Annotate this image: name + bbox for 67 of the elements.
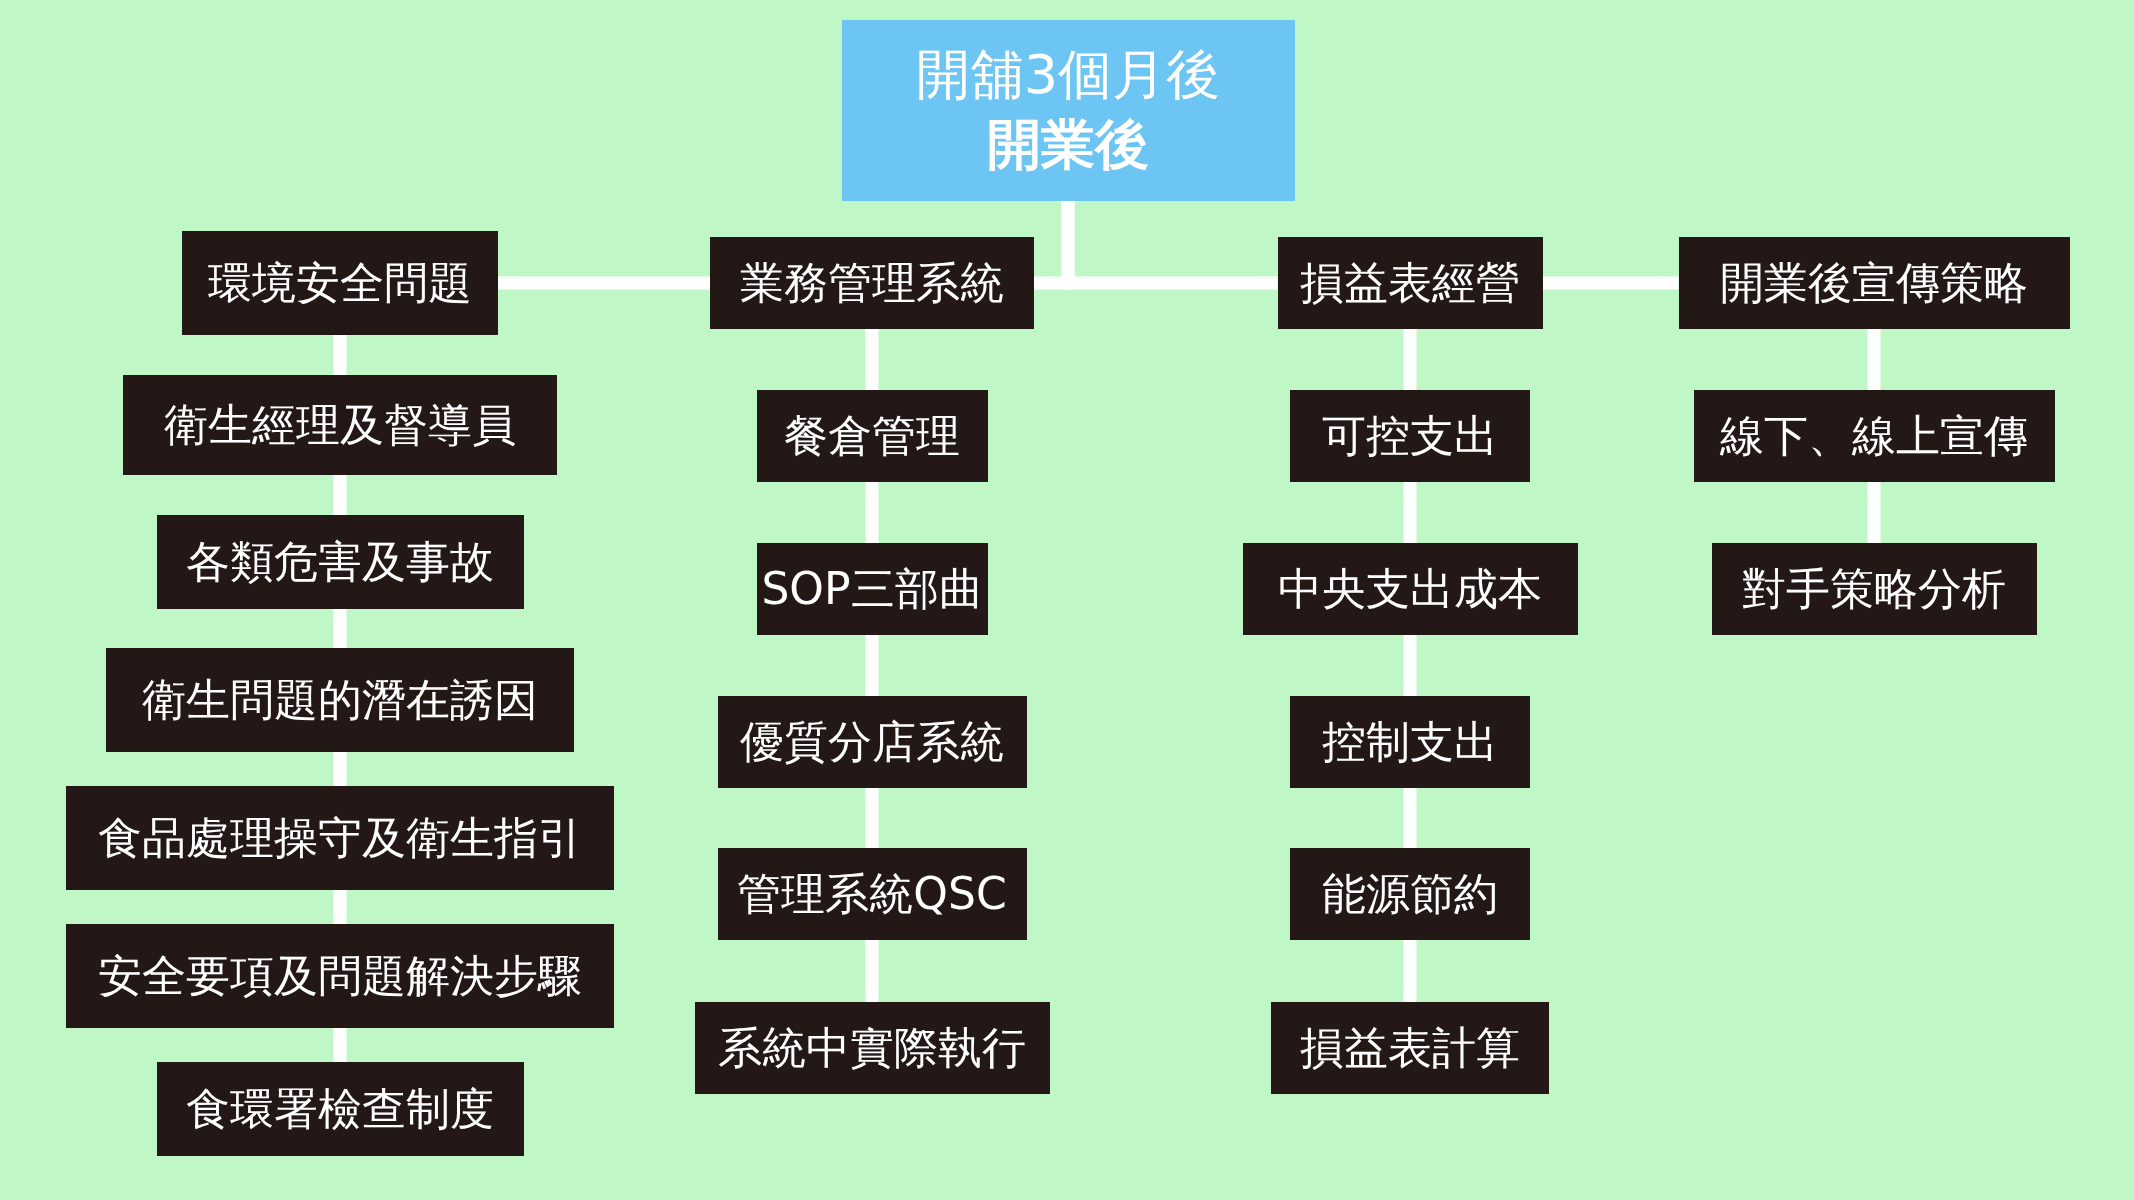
title-box (841, 19, 1295, 201)
topic-box (694, 1002, 1050, 1094)
topic-label: 系統中實際執行 (718, 1021, 1026, 1075)
topic-label: 各類危害及事故 (186, 535, 494, 589)
topic-label: 線下、線上宣傳 (1720, 409, 2028, 463)
connector-line (1403, 482, 1417, 543)
topic-box (1290, 848, 1530, 940)
topic-label: 開業後宣傳策略 (1720, 256, 2028, 310)
topic-label: 損益表計算 (1300, 1021, 1520, 1075)
topic-box (1290, 696, 1530, 788)
topic-box (1271, 1002, 1549, 1094)
topic-label: 損益表經營 (1300, 256, 1520, 310)
topic-box (1242, 543, 1578, 635)
topic-box (1678, 237, 2070, 329)
topic-label: SOP三部曲 (761, 562, 983, 616)
topic-box (182, 231, 498, 335)
topic-label: 食品處理操守及衛生指引 (98, 811, 582, 865)
connector-line (333, 890, 347, 924)
topic-box (710, 237, 1034, 329)
topic-label: 管理系統QSC (737, 867, 1007, 921)
connector-line (1867, 329, 1881, 390)
topic-box (1711, 543, 2037, 635)
topic-label: 衛生問題的潛在誘因 (142, 673, 538, 727)
topic-box (1277, 237, 1543, 329)
topic-label: 控制支出 (1322, 715, 1498, 769)
connector-line (865, 635, 879, 696)
connector-line (1867, 482, 1881, 543)
topic-label: 對手策略分析 (1742, 562, 2006, 616)
topic-box (106, 648, 574, 752)
topic-label: 環境安全問題 (208, 256, 472, 310)
subtitle-text: 開業後 (987, 112, 1149, 178)
title-text: 開舖3個月後 (915, 42, 1221, 108)
connector-line (1542, 276, 1679, 290)
connector-line (333, 1028, 347, 1062)
topic-box (717, 696, 1027, 788)
topic-box (1290, 390, 1530, 482)
connector-line (1403, 788, 1417, 848)
topic-box (717, 848, 1027, 940)
connector-line (865, 329, 879, 390)
topic-label: 中央支出成本 (1278, 562, 1542, 616)
topic-label: 食環署檢查制度 (186, 1082, 494, 1136)
topic-label: 業務管理系統 (740, 256, 1004, 310)
topic-label: 可控支出 (1322, 409, 1498, 463)
topic-label: 餐倉管理 (784, 409, 960, 463)
topic-box (756, 390, 988, 482)
topic-label: 衛生經理及督導員 (164, 398, 516, 452)
topic-label: 安全要項及問題解決步驟 (98, 949, 582, 1003)
topic-label: 能源節約 (1322, 867, 1498, 921)
topic-box (756, 543, 988, 635)
topic-box (1693, 390, 2055, 482)
connector-line (333, 609, 347, 648)
topic-box (66, 786, 614, 890)
connector-line (865, 482, 879, 543)
connector-line (333, 752, 347, 786)
connector-line (1403, 329, 1417, 390)
topic-box (156, 515, 524, 609)
topic-box (123, 375, 557, 475)
connector-line (865, 788, 879, 848)
connector-line (498, 276, 710, 290)
topic-label: 優質分店系統 (740, 715, 1004, 769)
connector-line (1403, 635, 1417, 696)
connector-line (865, 940, 879, 1002)
connector-line (333, 475, 347, 515)
connector-line (1061, 200, 1278, 290)
topic-box (66, 924, 614, 1028)
connector-line (333, 335, 347, 375)
topic-box (156, 1062, 524, 1156)
